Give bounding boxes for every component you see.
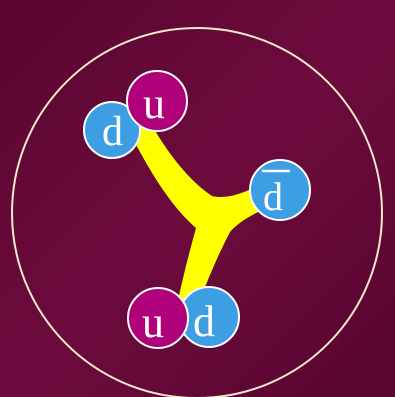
- quark-top-d-label: d: [102, 109, 123, 155]
- quark-bottom-d-label: d: [193, 297, 215, 346]
- quark-right-dbar: d: [250, 160, 310, 220]
- quark-top-u-label: u: [143, 79, 165, 128]
- quark-bottom-u: u: [128, 288, 188, 348]
- quark-right-dbar-label: d: [263, 174, 283, 219]
- quark-bottom-u-label: u: [142, 298, 164, 347]
- quark-top-u: u: [127, 71, 187, 131]
